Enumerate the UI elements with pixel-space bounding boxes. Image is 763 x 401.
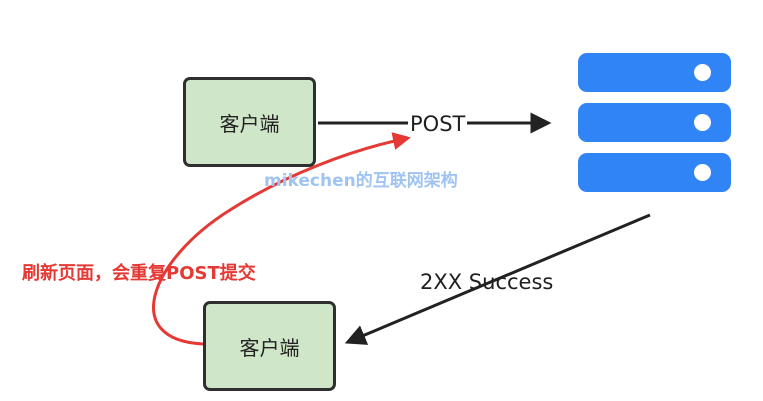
post-label: POST: [408, 111, 468, 137]
server-unit: [578, 53, 731, 92]
success-label: 2XX Success: [420, 270, 554, 294]
server-unit: [578, 103, 731, 142]
client-box-top: 客户端: [183, 77, 316, 167]
success-arrow-line: [344, 213, 651, 345]
watermark-text: mikechen的互联网架构: [264, 171, 458, 191]
server-stack-icon: [578, 53, 731, 193]
server-unit: [578, 153, 731, 192]
client-top-label: 客户端: [219, 111, 280, 136]
refresh-warning-label: 刷新页面，会重复POST提交: [22, 263, 256, 284]
client-box-bottom: 客户端: [203, 301, 336, 391]
resubmit-curve: [152, 132, 411, 346]
server-light-icon: [694, 164, 711, 181]
server-light-icon: [694, 114, 711, 131]
server-light-icon: [694, 64, 711, 81]
client-bottom-label: 客户端: [239, 335, 300, 360]
